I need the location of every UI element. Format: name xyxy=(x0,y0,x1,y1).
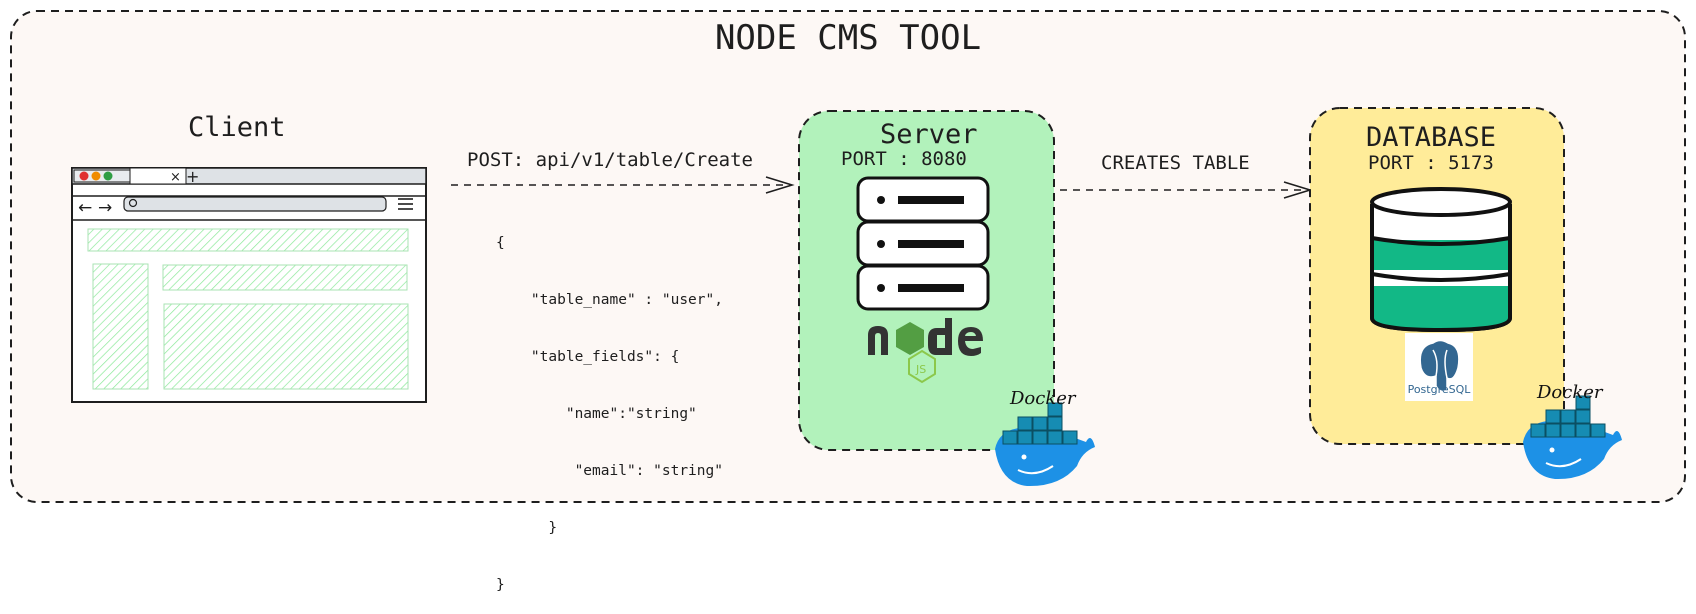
forward-arrow-icon: → xyxy=(98,198,112,218)
request-body: { "table_name" : "user", "table_fields":… xyxy=(496,196,723,614)
postgresql-label: PostgreSQL xyxy=(1407,383,1471,396)
browser-tab xyxy=(129,167,187,185)
request-body-line: "email": "string" xyxy=(496,463,723,479)
request-body-line: { xyxy=(496,235,505,251)
server-rack-icon xyxy=(856,176,990,311)
window-minimize-dot xyxy=(91,171,101,181)
back-arrow-icon: ← xyxy=(78,198,92,218)
window-close-dot xyxy=(79,171,89,181)
client-browser-window: × + ← → xyxy=(71,167,427,403)
request-body-line: "table_fields": { xyxy=(496,349,680,365)
docker-icon xyxy=(995,402,1095,487)
docker-icon xyxy=(1523,395,1622,480)
hatched-content-block xyxy=(163,303,409,390)
nodejs-logo: JS xyxy=(868,318,983,384)
address-bar xyxy=(123,196,387,212)
menu-icon xyxy=(398,198,413,210)
diagram-canvas: × + ← → xyxy=(10,10,1686,503)
database-label: DATABASE xyxy=(1366,122,1497,153)
server-docker-label: Docker xyxy=(1010,388,1076,409)
diagram-title: NODE CMS TOOL xyxy=(714,18,982,58)
request-body-line: "name":"string" xyxy=(496,406,697,422)
svg-text:JS: JS xyxy=(915,363,926,376)
hatched-header-block xyxy=(87,228,409,252)
client-label: Client xyxy=(188,112,286,143)
request-label: POST: api/v1/table/Create xyxy=(467,149,753,171)
new-tab-icon: + xyxy=(186,167,199,186)
database-docker-label: Docker xyxy=(1537,382,1603,403)
database-cylinder-icon xyxy=(1370,187,1512,333)
request-arrow xyxy=(451,176,795,194)
hatched-sidebar-block xyxy=(92,263,149,390)
request-body-line: "table_name" : "user", xyxy=(496,292,723,308)
request-body-line: } xyxy=(496,577,505,593)
server-port: PORT : 8080 xyxy=(841,148,967,170)
request-body-line: } xyxy=(496,520,558,536)
database-port: PORT : 5173 xyxy=(1368,152,1494,174)
tab-close-icon: × xyxy=(170,170,181,185)
window-maximize-dot xyxy=(103,171,113,181)
creates-table-label: CREATES TABLE xyxy=(1101,152,1250,174)
search-icon xyxy=(128,198,138,208)
postgresql-icon xyxy=(1405,333,1473,401)
server-label: Server xyxy=(880,119,978,150)
hatched-banner-block xyxy=(162,264,408,291)
